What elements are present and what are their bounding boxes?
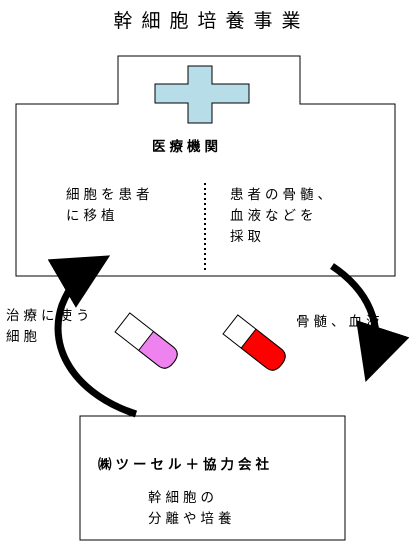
company-box xyxy=(79,415,346,541)
hospital-left-line-1: 細胞を患者 xyxy=(66,187,154,203)
hospital-right-line-1: 患者の骨髄、 xyxy=(230,187,335,203)
hospital-right-text: 患者の骨髄、 血液などを 採取 xyxy=(230,185,335,248)
medical-cross-icon xyxy=(154,65,250,124)
hospital-name: 医療機関 xyxy=(152,139,222,155)
company-text-line-1: 幹細胞の xyxy=(148,490,218,506)
hospital-left-text: 細胞を患者 に移植 xyxy=(66,185,154,227)
test-tube-right-icon xyxy=(222,314,286,371)
company-text: 幹細胞の 分離や培養 xyxy=(148,488,236,530)
left-flow-arrow xyxy=(47,255,138,418)
page-title: 幹細胞培養事業 xyxy=(113,10,310,32)
company-text-line-2: 分離や培養 xyxy=(148,511,236,527)
test-tube-left-icon xyxy=(114,312,178,369)
flow-right-label: 骨髄、血液 xyxy=(296,314,384,330)
flow-left-line-2: 細胞 xyxy=(6,329,41,345)
flow-left-line-1: 治療に使う xyxy=(6,308,94,324)
flow-left-label: 治療に使う 細胞 xyxy=(6,306,94,348)
hospital-left-line-2: に移植 xyxy=(66,208,119,224)
hospital-right-line-3: 採取 xyxy=(230,229,265,245)
hospital-right-line-2: 血液などを xyxy=(230,208,318,224)
hospital-building-outline xyxy=(15,55,396,277)
right-flow-arrow xyxy=(330,263,410,382)
company-name: ㈱ツーセル＋協力会社 xyxy=(98,457,273,473)
